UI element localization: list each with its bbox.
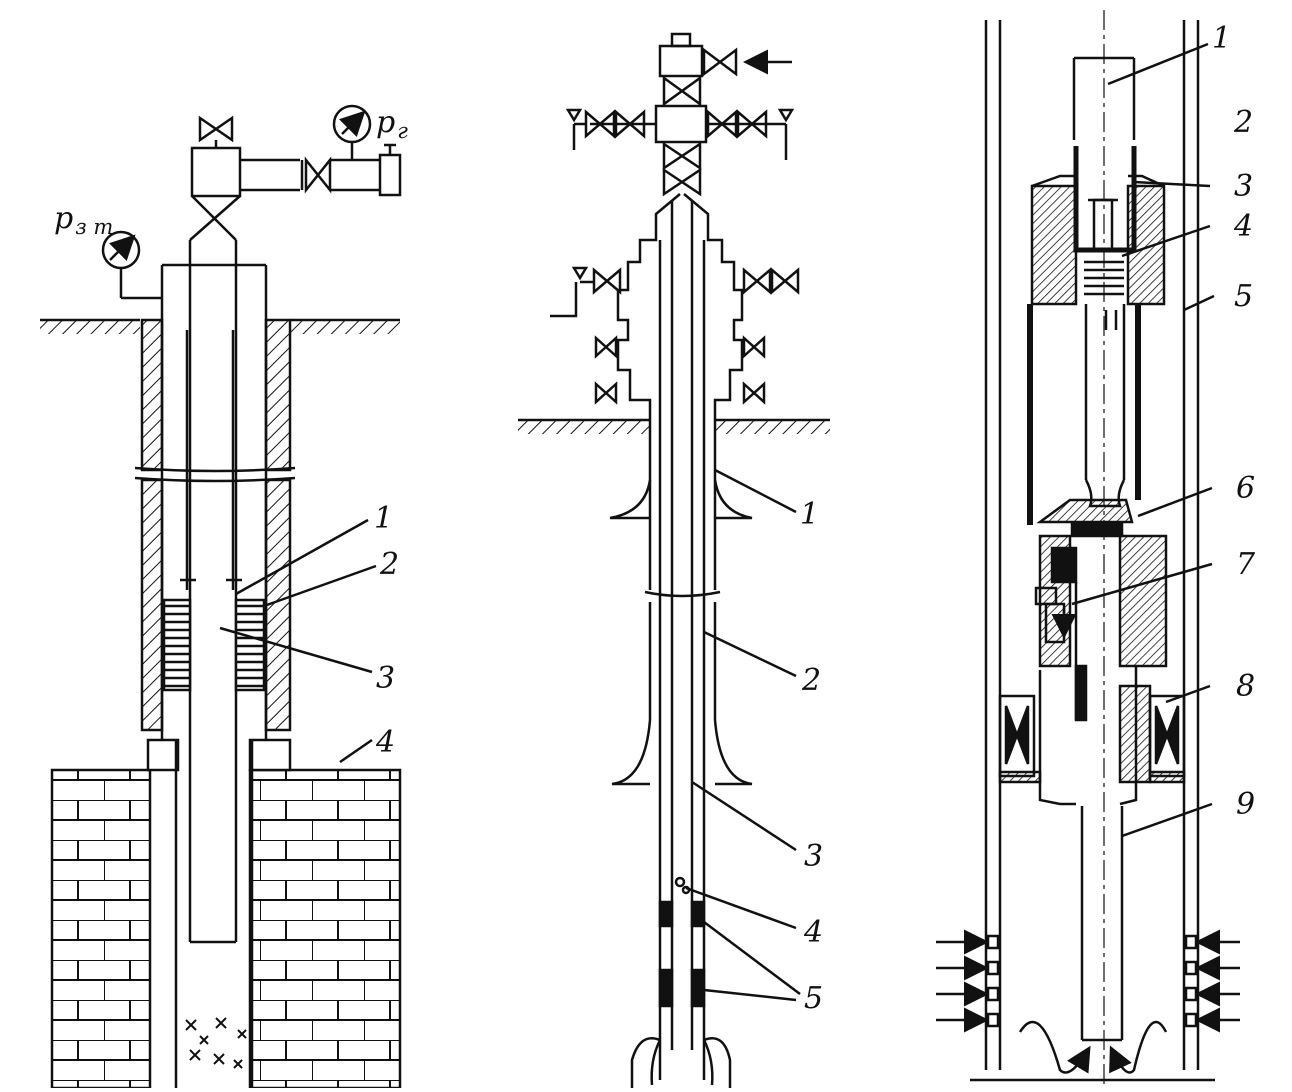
callout-3-4: 4: [1233, 209, 1253, 244]
callout-2-2: 2: [801, 663, 821, 698]
callout-1-4: 4: [375, 725, 395, 760]
callout-3-8: 8: [1236, 669, 1255, 704]
label-pressure-left: pз т: [54, 201, 113, 239]
callout-2-1: 1: [800, 497, 819, 532]
callout-3-2: 2: [1233, 105, 1253, 140]
callout-1-3: 3: [376, 661, 395, 696]
figure-2-labels: 1 2 3 4 5: [800, 497, 823, 1016]
packer-coils: [162, 598, 266, 692]
callout-1-1: 1: [374, 501, 393, 536]
figure-1-well: [40, 104, 402, 1090]
callout-3-3: 3: [1234, 169, 1253, 204]
callout-3-9: 9: [1236, 787, 1255, 822]
callout-1-2: 2: [379, 547, 399, 582]
callout-3-1: 1: [1212, 21, 1231, 56]
callout-2-5: 5: [804, 981, 823, 1016]
callout-3-5: 5: [1234, 279, 1253, 314]
callout-2-4: 4: [803, 915, 823, 950]
figure-3-labels: 1 2 3 4 5 6 7 8 9: [1212, 21, 1256, 822]
figure-2-wellhead: [518, 32, 830, 1088]
figure-1-labels: pз т pг 1 2 3 4: [54, 105, 408, 760]
sand-fill: [185, 1017, 247, 1069]
figure-3-downhole-tool: [936, 10, 1240, 1088]
label-pressure-right: pг: [376, 105, 408, 143]
callout-2-3: 3: [804, 839, 823, 874]
perforation-inflow-arrows: [936, 929, 1240, 1074]
callout-3-6: 6: [1236, 471, 1255, 506]
callout-3-7: 7: [1236, 547, 1256, 582]
